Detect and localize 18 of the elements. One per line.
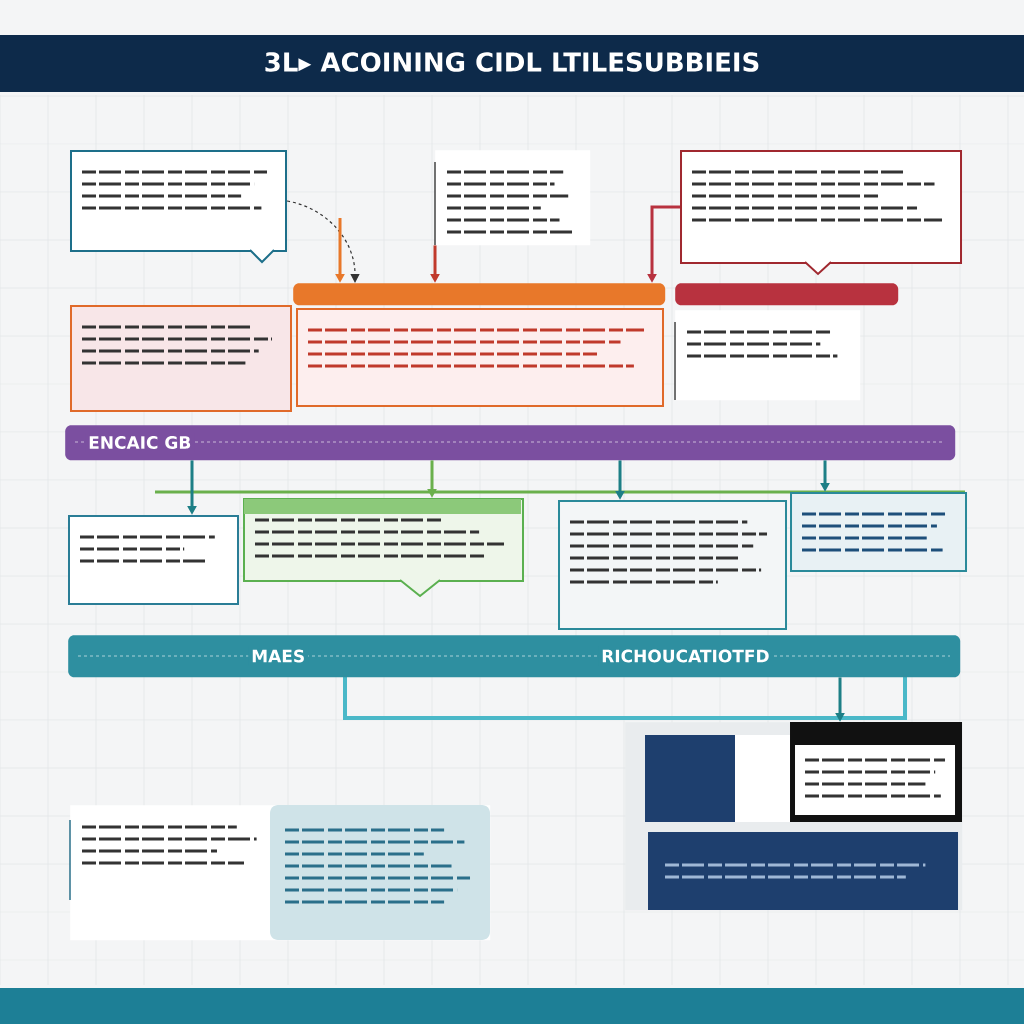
callout-box <box>243 498 524 598</box>
arrow <box>286 200 360 283</box>
header-bar <box>293 283 666 306</box>
band: MAES RICHOUCATIOTFD <box>68 635 961 678</box>
text-panel <box>68 515 239 605</box>
monitor-drawing <box>625 722 963 911</box>
text-panel <box>558 500 787 630</box>
text-panel <box>296 308 664 407</box>
title-bar: 3L▸ ACOINING CIDL LTILESUBBIEIS <box>0 35 1024 92</box>
text-panel <box>69 805 491 941</box>
text-panel <box>70 305 292 412</box>
header-bar <box>675 283 899 306</box>
callout-box <box>680 150 962 276</box>
note-block <box>434 150 591 246</box>
callout-box <box>70 150 287 264</box>
text-panel <box>790 492 967 572</box>
band: ENCAIC GB <box>65 425 956 461</box>
note-block <box>674 310 861 401</box>
